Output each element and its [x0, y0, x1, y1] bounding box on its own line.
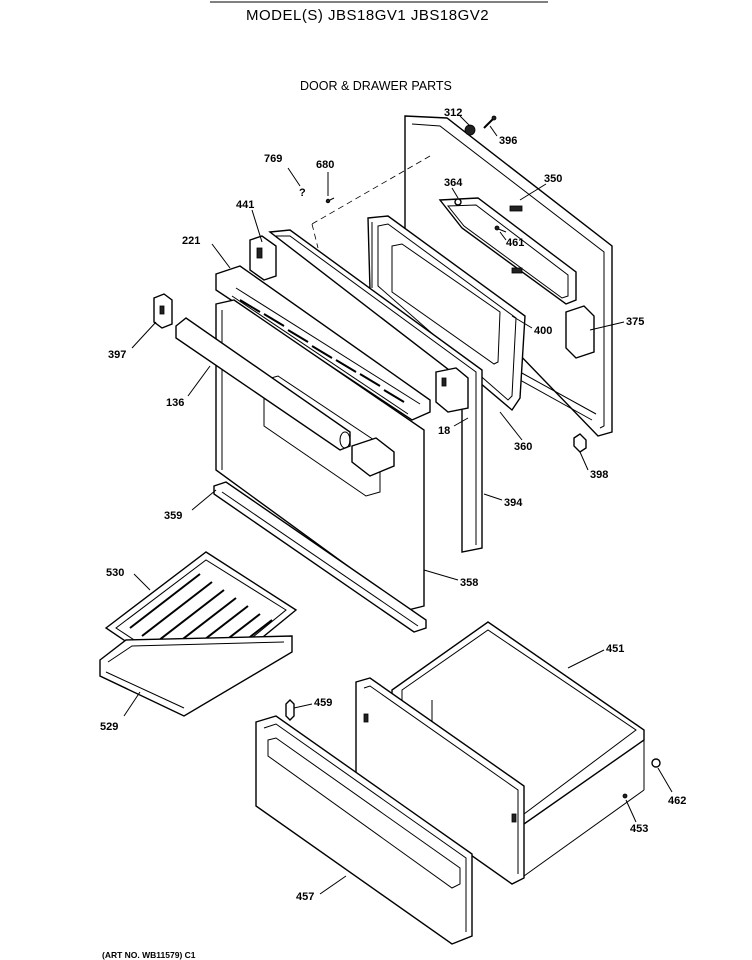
bottom-trim: [213, 481, 427, 633]
model-title: MODEL(S) JBS18GV1 JBS18GV2: [246, 7, 489, 24]
callout-312: 312: [444, 107, 462, 119]
callout-529: 529: [100, 721, 118, 733]
callout-459: 459: [314, 697, 332, 709]
callout-397: 397: [108, 349, 126, 361]
handle-end-cap: [153, 293, 173, 329]
callout-350: 350: [544, 173, 562, 185]
callout-441: 441: [236, 199, 254, 211]
callout-358: 358: [460, 577, 478, 589]
broiler-pan: [99, 635, 293, 717]
callout-394: 394: [504, 497, 523, 509]
screw-icon: [483, 115, 497, 129]
screw-icon: [454, 198, 462, 206]
callout-457: 457: [296, 891, 314, 903]
callout-461: 461: [506, 237, 524, 249]
window-frame: [367, 215, 526, 412]
screw-icon: [464, 124, 476, 136]
latch-bracket: [565, 305, 595, 359]
part-icon: ?: [299, 187, 306, 199]
callout-462: 462: [668, 795, 686, 807]
assembly-line: [311, 223, 319, 249]
callout-453: 453: [630, 823, 648, 835]
hinge-bracket: [249, 235, 277, 281]
callout-400: 400: [534, 325, 552, 337]
slot-icon: [509, 205, 523, 212]
callout-396: 396: [499, 135, 517, 147]
assembly-line: [311, 155, 431, 225]
screw-icon: [494, 225, 507, 233]
callout-136: 136: [166, 397, 184, 409]
leader-lines: [123, 115, 673, 895]
slot-icon: [511, 267, 523, 274]
section-title: DOOR & DRAWER PARTS: [300, 79, 452, 93]
art-number: (ART NO. WB11579) C1: [102, 950, 196, 960]
inner-door-liner: [268, 229, 483, 553]
callout-221: 221: [182, 235, 200, 247]
screw-icon: [651, 758, 661, 768]
door-handle: [175, 317, 351, 451]
callout-360: 360: [514, 441, 532, 453]
vent-slots: [239, 299, 405, 403]
callout-375: 375: [626, 316, 644, 328]
callout-530: 530: [106, 567, 124, 579]
clip-icon: [573, 433, 587, 453]
screw-icon: [325, 197, 335, 204]
callout-18: 18: [438, 425, 450, 437]
drawer-front: [255, 715, 473, 945]
callout-769: 769: [264, 153, 282, 165]
vent-trim: [215, 265, 431, 421]
callout-680: 680: [316, 159, 334, 171]
callout-364: 364: [444, 177, 463, 189]
callout-451: 451: [606, 643, 624, 655]
screw-icon: [285, 699, 295, 721]
screw-icon: [622, 793, 628, 799]
callout-398: 398: [590, 469, 608, 481]
callout-359: 359: [164, 510, 182, 522]
